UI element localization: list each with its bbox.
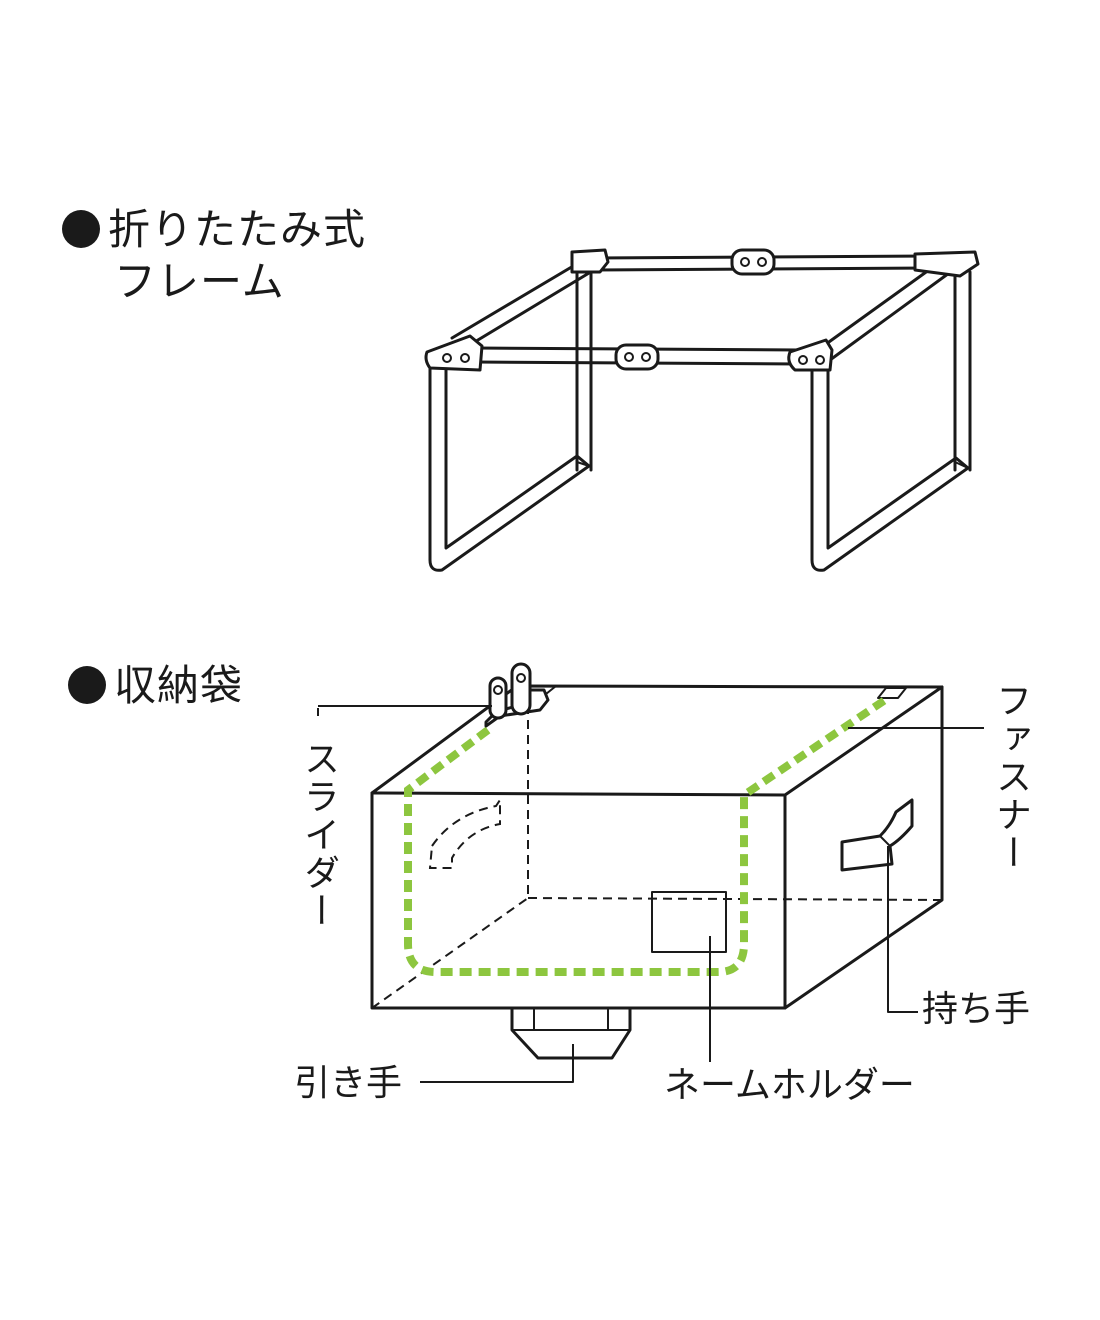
bag-title-text: 収納袋	[114, 661, 244, 710]
fastener-zipper-line	[404, 696, 888, 976]
bag-section-title: 収納袋	[68, 660, 243, 712]
label-pull: 引き手	[294, 1063, 403, 1104]
name-holder-illustration	[651, 891, 727, 953]
folding-frame-illustration	[424, 248, 980, 572]
slider-illustration	[484, 662, 550, 728]
label-name-holder: ネームホルダー	[664, 1065, 915, 1106]
storage-bag-illustration	[370, 662, 944, 1060]
frame-title-line1: 折りたたみ式	[108, 205, 367, 254]
bullet-icon	[68, 666, 106, 704]
label-fastener: ファスナー	[990, 682, 1031, 872]
side-handle-illustration	[840, 798, 914, 872]
frame-title-line2: フレーム	[114, 257, 285, 306]
leader-lines	[317, 705, 984, 1083]
pull-tab-illustration	[510, 1006, 632, 1060]
bullet-icon	[62, 210, 100, 248]
label-handle: 持ち手	[922, 989, 1031, 1030]
frame-section-title: 折りたたみ式 フレーム	[62, 204, 366, 308]
label-slider: スライダー	[298, 740, 339, 930]
